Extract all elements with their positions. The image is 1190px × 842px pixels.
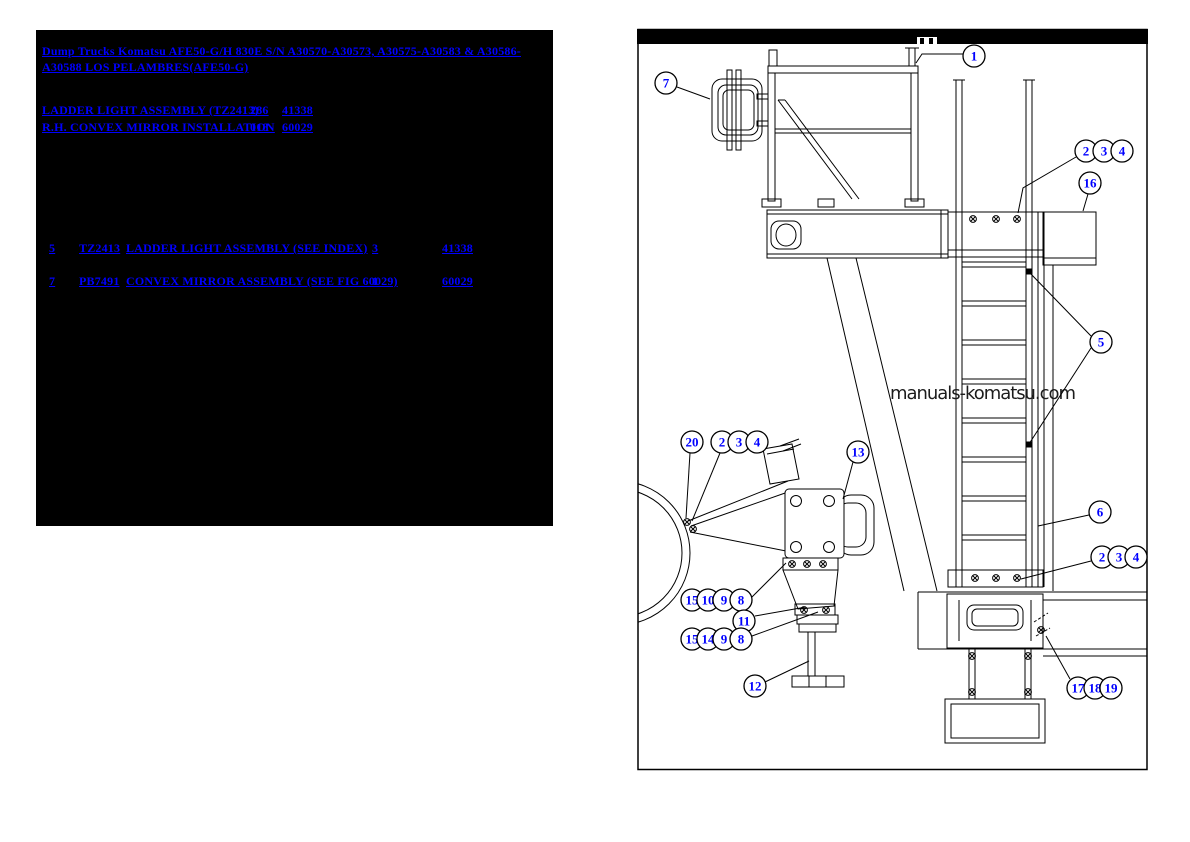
diagram-frame [637,28,1148,771]
callout-balloon: 10 [696,588,720,612]
svg-text:3: 3 [736,435,743,450]
part-fig-link[interactable]: 41338 [442,241,473,255]
part-item-link[interactable]: 7 [49,274,56,288]
callout-balloon: 8 [729,627,753,651]
callout-balloon: 9 [712,627,736,651]
callout-balloon: 4 [1110,139,1134,163]
callout-balloon: 19 [1099,676,1123,700]
breadcrumb: Dump Trucks Komatsu AFE50-G/H 830E S/N A… [42,43,548,75]
svg-text:6: 6 [1097,505,1104,520]
svg-text:13: 13 [852,445,866,460]
svg-text:12: 12 [749,679,762,694]
svg-text:3: 3 [1101,144,1108,159]
figure-title-link[interactable]: R.H. CONVEX MIRROR INSTALLATION [42,120,275,134]
svg-text:1: 1 [971,49,978,64]
callout-balloon: 14 [696,627,720,651]
wheel-arc [638,483,691,623]
svg-text:4: 4 [754,435,761,450]
mirror-bracket-assembly [638,438,875,688]
figure-number-link[interactable]: 60029 [282,120,313,134]
callout-balloon: 11 [732,609,756,633]
callout-balloon: 4 [1124,545,1148,569]
parts-catalog-panel: Dump Trucks Komatsu AFE50-G/H 830E S/N A… [36,30,553,526]
part-number-link[interactable]: PB7491 [79,274,120,288]
svg-text:11: 11 [738,614,750,629]
svg-text:10: 10 [702,593,715,608]
watermark-text: manuals-komatsu.com [890,383,1076,404]
svg-text:8: 8 [738,593,745,608]
part-description-link[interactable]: CONVEX MIRROR ASSEMBLY (SEE FIG 60029) [126,274,398,288]
svg-text:8: 8 [738,632,745,647]
svg-text:14: 14 [702,632,716,647]
ladder-assembly [947,79,1045,588]
svg-text:20: 20 [686,435,699,450]
part-description-link[interactable]: LADDER LIGHT ASSEMBLY (SEE INDEX) [126,241,368,255]
callout-balloon: 16 [1078,171,1102,195]
figure-page-link[interactable]: 018 [250,120,269,134]
figure-number-link[interactable]: 41338 [282,103,313,117]
svg-text:15: 15 [686,593,700,608]
svg-text:9: 9 [721,632,728,647]
breadcrumb-link-model[interactable]: AFE50-G/H 830E S/N A30570-A30573, A30575… [42,44,521,74]
part-item-link[interactable]: 5 [49,241,56,255]
svg-text:4: 4 [1133,550,1140,565]
callout-balloon: 12 [743,674,767,698]
svg-text:9: 9 [721,593,728,608]
svg-text:17: 17 [1072,681,1086,696]
callouts: 7 1 2 3 4 16 5 6 2 3 4 17 18 19 20 2 3 4… [654,44,1148,700]
callout-balloon: 6 [1088,500,1112,524]
part-fig-link[interactable]: 60029 [442,274,473,288]
callout-balloon: 4 [745,430,769,454]
callout-balloon: 13 [846,440,870,464]
svg-text:18: 18 [1089,681,1103,696]
deck-beam [766,209,1097,592]
callout-balloon: 8 [729,588,753,612]
part-qty-link[interactable]: 3 [372,241,379,255]
svg-text:2: 2 [1099,550,1106,565]
figure-page-link[interactable]: 286 [250,103,269,117]
part-number-link[interactable]: TZ2413 [79,241,121,255]
handrail-assembly [761,47,925,208]
svg-text:3: 3 [1116,550,1123,565]
callout-balloon: 7 [654,71,678,95]
svg-text:4: 4 [1119,144,1126,159]
bumper-assembly [917,591,1147,744]
callout-balloon: 1 [962,44,986,68]
callout-balloon: 20 [680,430,704,454]
svg-text:5: 5 [1098,335,1105,350]
svg-text:19: 19 [1105,681,1119,696]
callout-leader-lines [676,53,1092,683]
svg-text:15: 15 [686,632,700,647]
callout-balloon: 5 [1089,330,1113,354]
svg-text:2: 2 [1083,144,1090,159]
part-qty-link[interactable]: 1 [372,274,379,288]
svg-text:2: 2 [719,435,726,450]
callout-balloon: 17 [1066,676,1090,700]
svg-text:7: 7 [663,76,670,91]
breadcrumb-link-dump-trucks-komatsu[interactable]: Dump Trucks Komatsu [42,44,169,58]
callout-balloon: 9 [712,588,736,612]
figure-title-link[interactable]: LADDER LIGHT ASSEMBLY (TZ2413) [42,103,259,117]
svg-text:16: 16 [1084,176,1098,191]
convex-mirror-7 [711,69,769,151]
